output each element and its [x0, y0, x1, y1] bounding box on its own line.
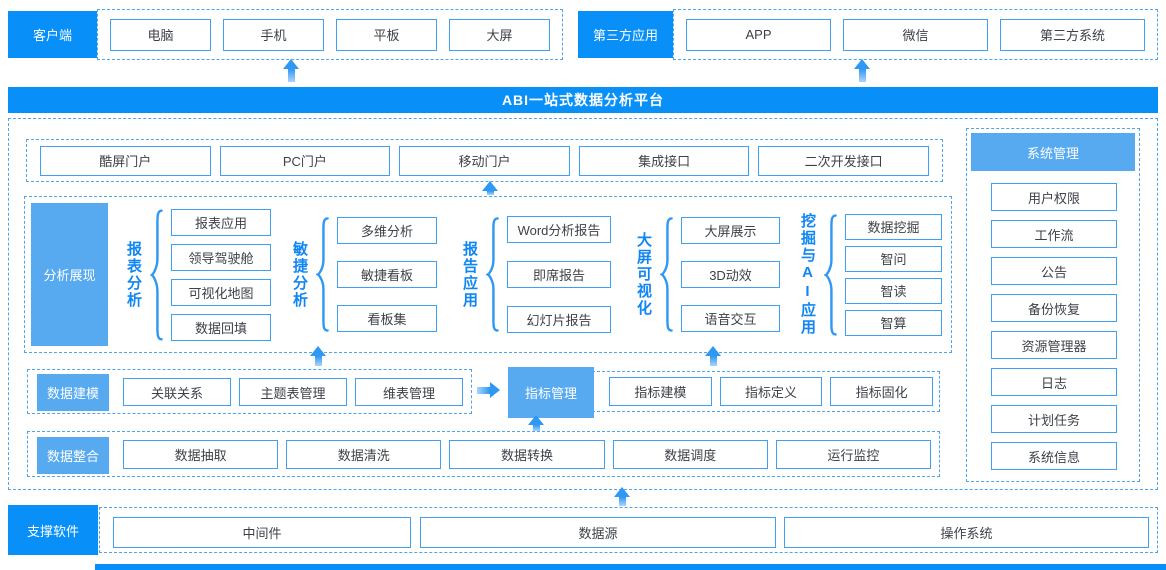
third-party-app-box: 微信 — [843, 18, 988, 51]
analysis-label: 分析展现 — [31, 203, 108, 346]
third-party-app-box: 第三方系统 — [1000, 18, 1145, 51]
system-item-box: 计划任务 — [991, 405, 1117, 433]
bottom-bar — [95, 564, 1166, 570]
feature-box: 数据挖掘 — [845, 213, 942, 240]
feature-box: 语音交互 — [681, 305, 780, 332]
modeling-section: 数据建模 关联关系 主题表管理 维表管理 — [27, 369, 472, 414]
up-arrow-icon — [704, 346, 722, 366]
modeling-box: 维表管理 — [355, 378, 463, 406]
up-arrow-icon — [481, 181, 499, 195]
up-arrow-icon — [613, 487, 631, 506]
up-arrow-icon — [527, 415, 545, 431]
modeling-box: 主题表管理 — [239, 378, 347, 406]
portal-box: 二次开发接口 — [758, 145, 929, 176]
feature-box: 3D动效 — [681, 261, 780, 288]
system-item-box: 工作流 — [991, 220, 1117, 248]
client-device-box: 平板 — [336, 18, 437, 51]
system-management-header: 系统管理 — [971, 133, 1135, 171]
support-box: 数据源 — [420, 517, 776, 548]
feature-box: 看板集 — [337, 305, 437, 332]
modeling-box: 关联关系 — [123, 378, 231, 406]
analysis-group: 敏捷分析 多维分析 敏捷看板 看板集 — [291, 197, 437, 352]
system-item-box: 日志 — [991, 368, 1117, 396]
group-title: 报告应用 — [461, 240, 478, 309]
up-arrow-icon — [309, 346, 327, 366]
brace-icon — [660, 217, 673, 332]
system-item-box: 资源管理器 — [991, 331, 1117, 359]
platform-title-banner: ABI一站式数据分析平台 — [8, 87, 1158, 113]
analysis-section: 分析展现 报表分析 报表应用 领导驾驶舱 可视化地图 数据回填 敏捷分析 多维分… — [24, 196, 952, 353]
group-title: 挖掘与AI应用 — [799, 213, 816, 336]
feature-box: 多维分析 — [337, 217, 437, 244]
right-arrow-icon — [477, 382, 500, 398]
integration-box: 数据清洗 — [286, 440, 442, 469]
system-item-box: 系统信息 — [991, 442, 1117, 470]
integration-box: 数据调度 — [612, 440, 768, 469]
brace-icon — [486, 217, 499, 332]
feature-box: 智读 — [845, 277, 942, 304]
system-item-box: 用户权限 — [991, 183, 1117, 211]
brace-icon — [824, 214, 837, 336]
brace-icon — [316, 217, 329, 332]
third-party-app-box: APP — [686, 18, 831, 51]
feature-box: 数据回填 — [171, 313, 271, 341]
feature-box: 即席报告 — [507, 261, 611, 288]
third-party-group: APP 微信 第三方系统 — [673, 9, 1158, 60]
feature-box: 可视化地图 — [171, 278, 271, 306]
brace-icon — [150, 209, 163, 341]
feature-box: 报表应用 — [171, 208, 271, 236]
client-device-box: 电脑 — [110, 18, 211, 51]
integration-box: 数据转换 — [449, 440, 605, 469]
analysis-group: 挖掘与AI应用 数据挖掘 智问 智读 智算 — [799, 197, 942, 352]
system-item-box: 备份恢复 — [991, 294, 1117, 322]
analysis-group: 报表分析 报表应用 领导驾驶舱 可视化地图 数据回填 — [125, 197, 271, 352]
support-label: 支撑软件 — [8, 505, 98, 555]
feature-box: 智算 — [845, 309, 942, 336]
feature-box: 大屏展示 — [681, 217, 780, 244]
group-title: 报表分析 — [125, 240, 142, 309]
client-label: 客户端 — [8, 11, 97, 58]
analysis-group: 报告应用 Word分析报告 即席报告 幻灯片报告 — [461, 197, 611, 352]
group-title: 大屏可视化 — [635, 232, 652, 317]
portal-box: 集成接口 — [578, 145, 750, 176]
feature-box: 领导驾驶舱 — [171, 243, 271, 271]
metric-section: 指标建模 指标定义 指标固化 — [512, 371, 940, 412]
portal-box: 移动门户 — [399, 145, 570, 176]
support-section: 中间件 数据源 操作系统 — [99, 507, 1158, 553]
system-management-section: 系统管理 用户权限 工作流 公告 备份恢复 资源管理器 日志 计划任务 系统信息 — [966, 128, 1140, 482]
metric-management-label: 指标管理 — [508, 367, 594, 418]
up-arrow-icon — [853, 59, 871, 82]
modeling-label: 数据建模 — [37, 374, 109, 411]
support-box: 操作系统 — [784, 517, 1149, 548]
support-box: 中间件 — [113, 517, 411, 548]
metric-box: 指标定义 — [719, 377, 823, 406]
system-item-box: 公告 — [991, 257, 1117, 285]
third-party-label: 第三方应用 — [578, 11, 673, 58]
metric-box: 指标建模 — [609, 377, 712, 406]
feature-box: 幻灯片报告 — [507, 306, 611, 333]
integration-label: 数据整合 — [37, 437, 109, 474]
up-arrow-icon — [282, 59, 300, 82]
integration-box: 数据抽取 — [123, 440, 279, 469]
feature-box: 智问 — [845, 245, 942, 272]
feature-box: 敏捷看板 — [337, 261, 437, 288]
portal-box: 酷屏门户 — [40, 145, 211, 176]
integration-section: 数据整合 数据抽取 数据清洗 数据转换 数据调度 运行监控 — [27, 431, 940, 477]
portal-box: PC门户 — [219, 145, 391, 176]
client-device-box: 手机 — [223, 18, 324, 51]
integration-box: 运行监控 — [775, 440, 932, 469]
portal-row: 酷屏门户 PC门户 移动门户 集成接口 二次开发接口 — [26, 139, 943, 182]
client-group: 电脑 手机 平板 大屏 — [97, 9, 563, 60]
client-device-box: 大屏 — [449, 18, 550, 51]
metric-box: 指标固化 — [830, 377, 934, 406]
feature-box: Word分析报告 — [507, 216, 611, 243]
platform-container — [8, 118, 1158, 490]
analysis-group: 大屏可视化 大屏展示 3D动效 语音交互 — [635, 197, 780, 352]
group-title: 敏捷分析 — [291, 240, 308, 309]
